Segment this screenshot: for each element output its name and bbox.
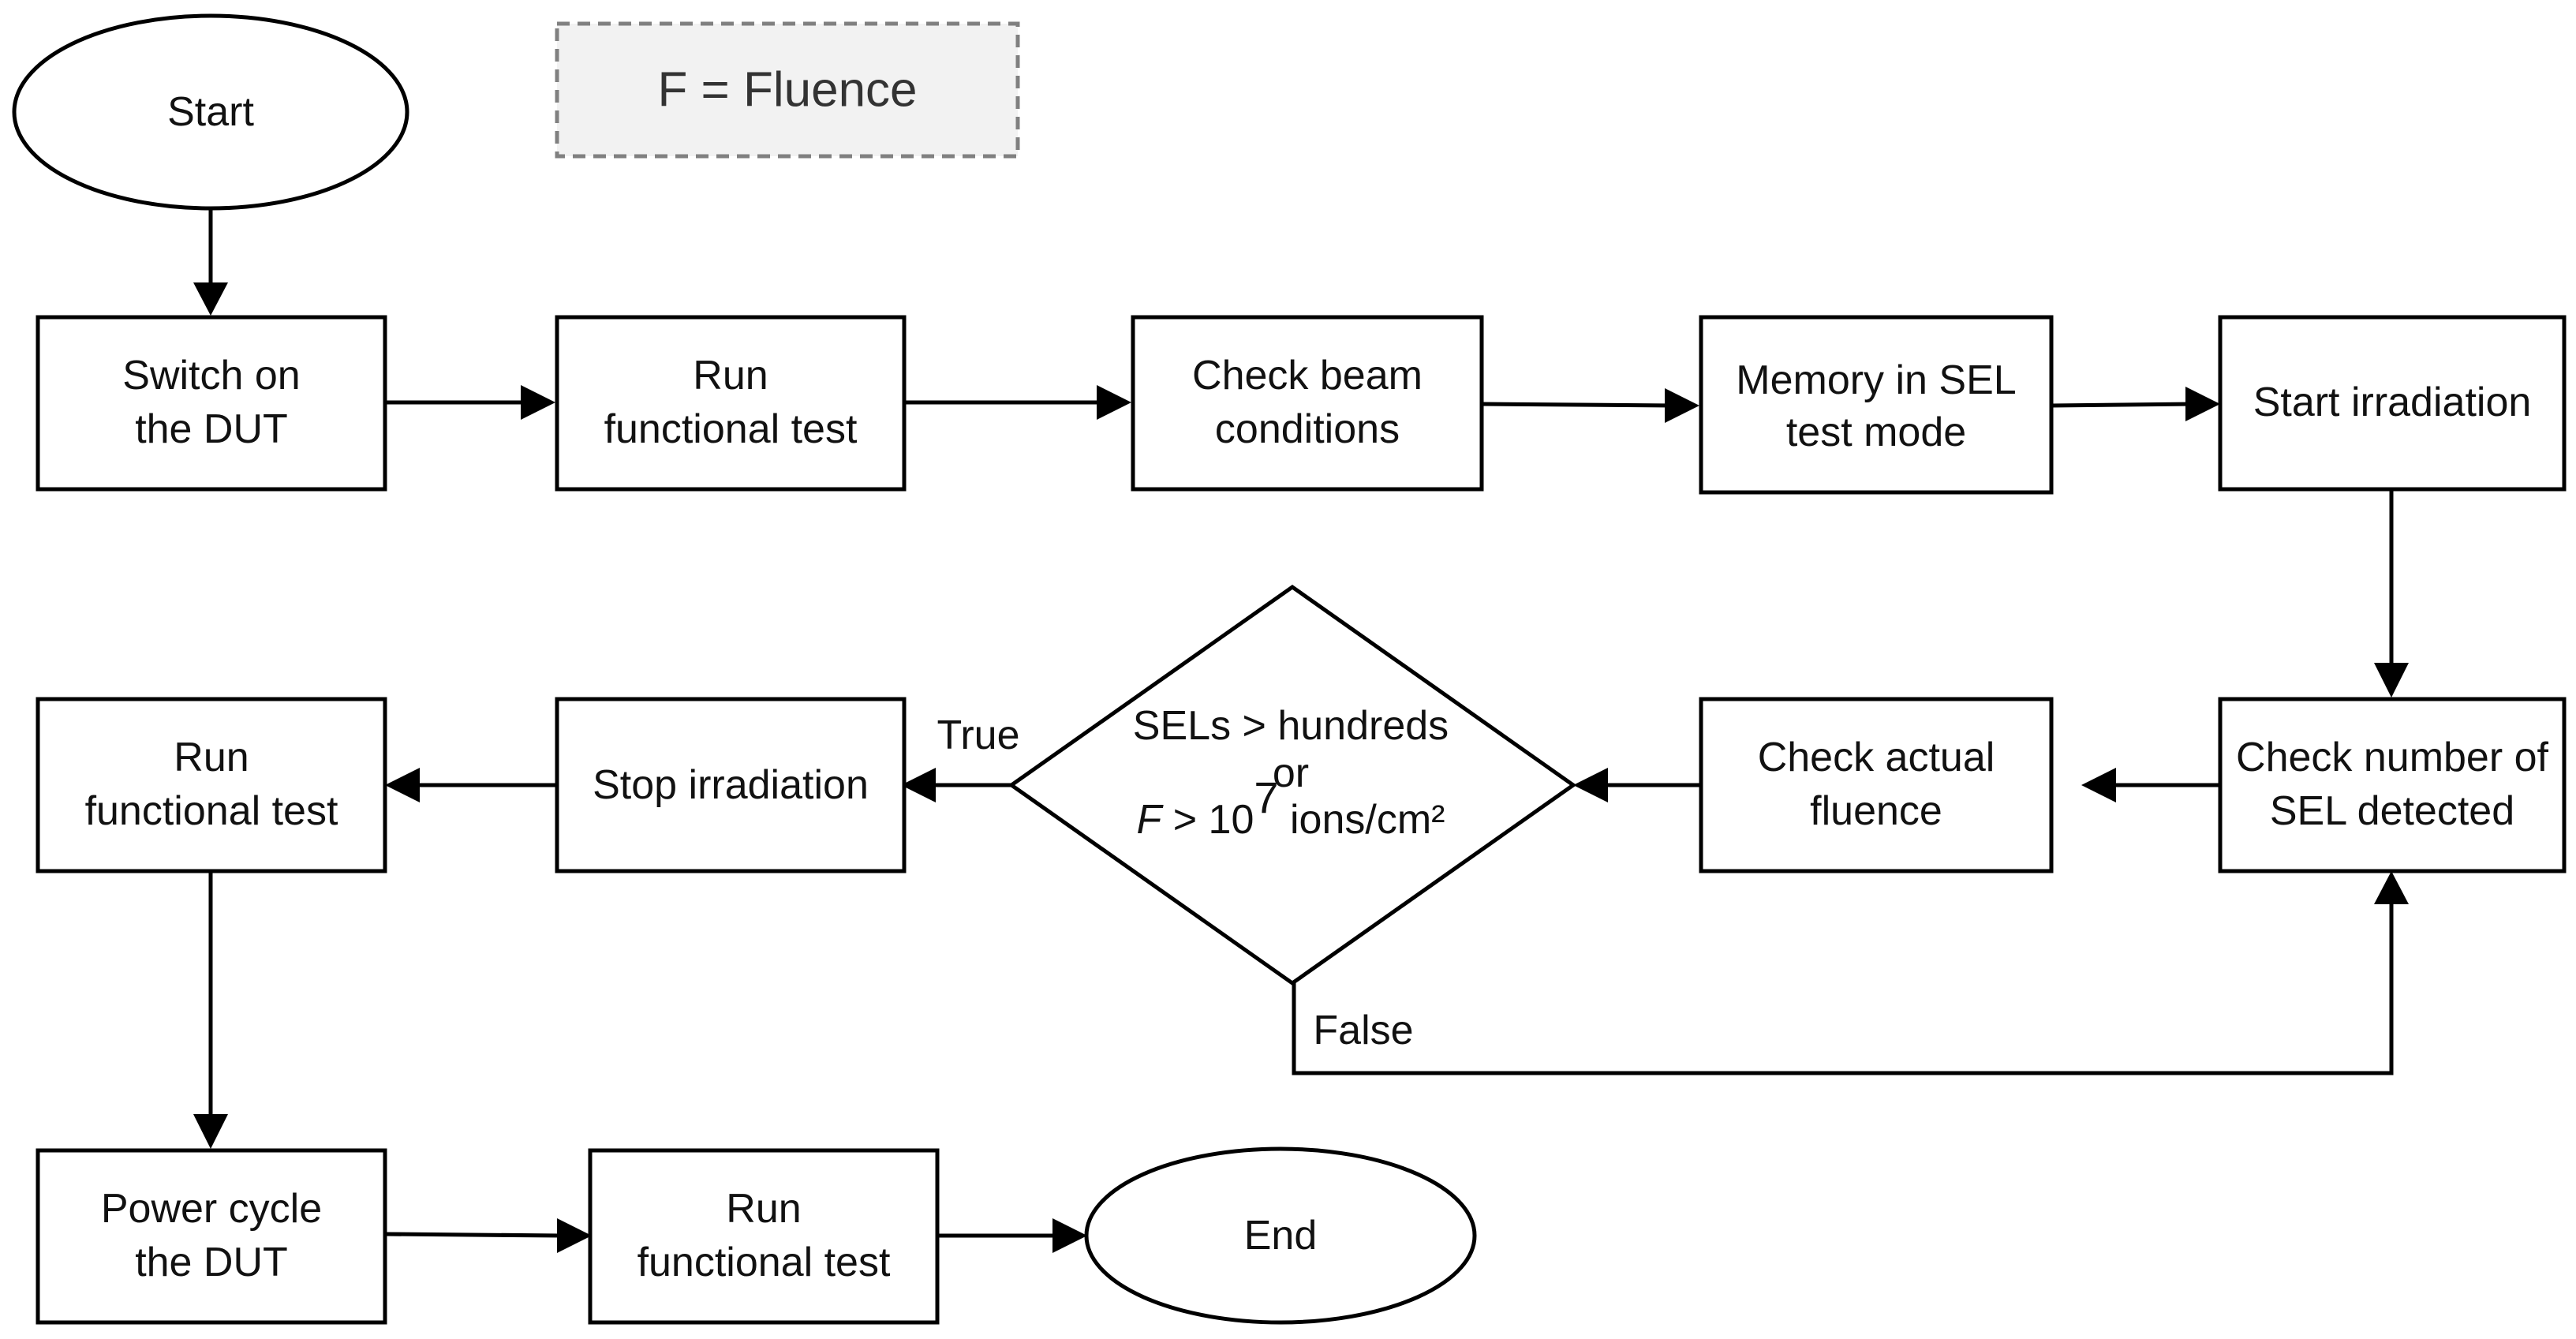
node-run-functional-test-1: Run functional test	[555, 315, 907, 492]
node-run-test-2-line-2: functional test	[85, 788, 338, 834]
decision-threshold-base: > 10	[1161, 797, 1254, 843]
node-end: End	[1084, 1146, 1477, 1325]
legend-box: F = Fluence	[555, 21, 1020, 159]
node-run-test-3-line-2: functional test	[637, 1240, 891, 1285]
edge-label-true: True	[937, 713, 1020, 758]
arrowhead-check-sel	[2374, 663, 2409, 698]
node-start-irradiation-label: Start irradiation	[2253, 380, 2532, 425]
arrowhead-start-irradiation	[2185, 387, 2220, 421]
node-end-label: End	[1244, 1213, 1318, 1259]
node-check-sel-line-1: Check number of	[2236, 735, 2549, 780]
node-memory-line-2: test mode	[1786, 410, 1966, 455]
node-check-sel-line-2: SEL detected	[2270, 788, 2514, 834]
edges	[193, 208, 2409, 1253]
arrowhead-switch-on	[193, 282, 228, 316]
arrowhead-false-loop	[2374, 871, 2409, 904]
node-check-fluence-line-1: Check actual	[1758, 735, 1995, 780]
arrowhead-power-cycle	[193, 1114, 228, 1149]
decision-threshold-exponent: 7	[1254, 772, 1278, 822]
node-stop-irradiation-label: Stop irradiation	[593, 762, 869, 808]
edge-power-cycle-to-run-test-3	[384, 1232, 563, 1238]
node-decision: SELs > hundreds or F > 107 ions/cm²	[1008, 584, 1577, 986]
edge-decision-false-loop	[1292, 900, 2394, 1075]
arrowhead-decision	[1573, 768, 1608, 802]
arrowhead-end	[1052, 1218, 1087, 1253]
decision-line-3: F > 107 ions/cm²	[1137, 772, 1445, 843]
arrowhead-run-test-3	[557, 1218, 592, 1253]
node-run-test-1-line-2: functional test	[604, 406, 858, 452]
edge-check-beam-to-memory	[1481, 402, 1675, 408]
node-run-functional-test-2: Run functional test	[36, 697, 387, 873]
node-check-actual-fluence: Check actual fluence	[1699, 697, 2054, 873]
decision-fluence-variable: F	[1137, 797, 1165, 843]
node-run-functional-test-3: Run functional test	[588, 1148, 940, 1325]
arrowhead-memory	[1665, 388, 1699, 423]
node-run-test-3-line-1: Run	[726, 1186, 801, 1232]
legend-text: F = Fluence	[657, 63, 917, 118]
node-power-cycle-line-2: the DUT	[135, 1240, 288, 1285]
node-check-beam-conditions: Check beam conditions	[1131, 315, 1484, 492]
node-power-cycle-line-1: Power cycle	[101, 1186, 322, 1232]
node-check-beam-line-1: Check beam	[1192, 353, 1423, 398]
node-check-fluence-line-2: fluence	[1810, 788, 1942, 834]
node-switch-on-line-2: the DUT	[135, 406, 288, 452]
node-memory-line-1: Memory in SEL	[1736, 357, 2016, 403]
node-run-test-1-line-1: Run	[693, 353, 768, 398]
arrowhead-stop-irradiation	[901, 768, 936, 802]
arrowhead-run-test-1	[521, 385, 555, 420]
node-start: Start	[12, 13, 409, 211]
node-check-beam-line-2: conditions	[1215, 406, 1400, 452]
decision-threshold-units: ions/cm²	[1279, 797, 1445, 843]
edge-label-false: False	[1313, 1008, 1413, 1053]
node-power-cycle-dut: Power cycle the DUT	[36, 1148, 387, 1325]
node-run-test-2-line-1: Run	[174, 735, 249, 780]
edge-memory-to-start-irradiation	[2051, 402, 2194, 408]
node-switch-on-line-1: Switch on	[122, 353, 300, 398]
node-stop-irradiation: Stop irradiation	[555, 697, 907, 873]
node-start-label: Start	[167, 89, 254, 135]
decision-line-1: SELs > hundreds	[1133, 703, 1449, 749]
node-memory-sel-test-mode: Memory in SEL test mode	[1699, 315, 2054, 495]
arrowhead-run-test-2	[385, 768, 420, 802]
arrowhead-check-beam	[1097, 385, 1131, 420]
node-switch-on-dut: Switch on the DUT	[36, 315, 387, 492]
node-start-irradiation: Start irradiation	[2218, 315, 2567, 492]
arrowhead-check-fluence	[2081, 768, 2116, 802]
decision-line-2: or	[1273, 750, 1309, 796]
node-check-sel-detected: Check number of SEL detected	[2218, 697, 2567, 873]
